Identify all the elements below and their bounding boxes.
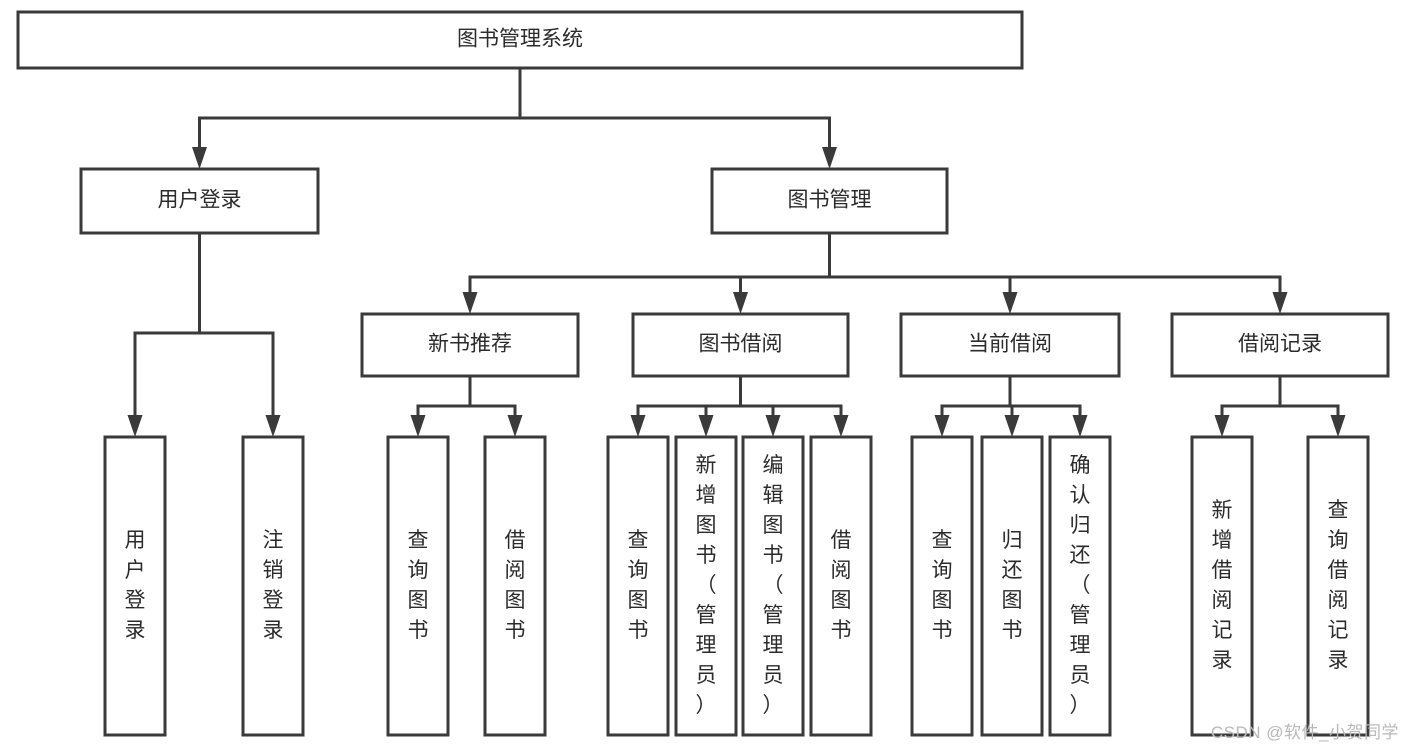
node-box-leaf-query-record [1306,435,1370,737]
node-box-leaf-query-book-1 [386,435,450,737]
node-box-leaf-user-logout [241,435,305,737]
node-label-leaf-add-book: 新增图书（管理员） [696,454,717,717]
node-label-new-book-recommend: 新书推荐 [428,333,512,356]
node-current-borrow[interactable]: 当前借阅 [899,312,1121,378]
node-book-borrow[interactable]: 图书借阅 [631,312,850,378]
arrow-head-new-book-recommend [462,292,478,314]
arrow-head-leaf-user-logout [265,415,281,437]
arrow-head-book-borrow [733,292,748,314]
node-leaf-user-login[interactable]: 用户登录 [103,435,167,737]
arrow-head-leaf-edit-book [765,415,781,437]
arrow-head-leaf-add-record [1214,415,1230,437]
node-leaf-query-book-2[interactable]: 查询图书 [606,435,670,737]
node-leaf-confirm-return[interactable]: 确认归还（管理员） [1048,435,1112,737]
arrow-head-leaf-query-book-2 [630,415,646,437]
node-leaf-user-logout[interactable]: 注销登录 [241,435,305,737]
node-leaf-borrow-book-1[interactable]: 借阅图书 [483,435,547,737]
arrow-head-leaf-user-login [127,415,143,437]
arrow-head-leaf-confirm-return [1072,415,1088,437]
node-label-leaf-query-book-3: 查询图书 [932,529,953,642]
node-label-leaf-add-record: 新增借阅记录 [1212,499,1233,672]
node-leaf-query-book-1[interactable]: 查询图书 [386,435,450,737]
node-leaf-query-book-3[interactable]: 查询图书 [910,435,974,737]
node-label-leaf-return-book: 归还图书 [1002,529,1023,642]
node-leaf-return-book[interactable]: 归还图书 [980,435,1044,737]
arrow-head-user-login [192,147,207,169]
node-box-leaf-add-record [1190,435,1254,737]
node-label-leaf-query-book-2: 查询图书 [628,529,649,642]
node-box-user-login [79,167,320,235]
node-box-book-borrow [631,312,850,378]
node-root[interactable]: 图书管理系统 [16,10,1024,70]
node-book-manage[interactable]: 图书管理 [710,167,949,235]
arrow-head-leaf-borrow-book-2 [833,415,849,437]
edges-layer [127,66,1346,437]
node-label-leaf-query-record: 查询借阅记录 [1328,499,1349,672]
node-label-root: 图书管理系统 [457,28,583,51]
node-box-borrow-record [1170,312,1390,378]
node-label-leaf-borrow-book-2: 借阅图书 [831,529,852,642]
node-label-leaf-user-login: 用户登录 [125,529,146,642]
node-borrow-record[interactable]: 借阅记录 [1170,312,1390,378]
node-box-new-book-recommend [360,312,580,378]
node-label-current-borrow: 当前借阅 [968,333,1052,356]
node-new-book-recommend[interactable]: 新书推荐 [360,312,580,378]
node-leaf-add-book[interactable]: 新增图书（管理员） [674,435,738,737]
arrow-head-leaf-borrow-book-1 [507,415,523,437]
node-label-leaf-confirm-return: 确认归还（管理员） [1070,454,1091,717]
node-box-leaf-add-book [674,435,738,737]
node-label-leaf-user-logout: 注销登录 [263,529,284,642]
node-label-book-borrow: 图书借阅 [699,333,783,356]
node-label-leaf-query-book-1: 查询图书 [408,529,429,642]
arrow-head-leaf-query-record [1330,415,1346,437]
node-user-login[interactable]: 用户登录 [79,167,320,235]
node-box-leaf-user-login [103,435,167,737]
arrow-head-leaf-query-book-1 [410,415,426,437]
arrow-head-leaf-add-book [698,415,714,437]
arrow-head-leaf-return-book [1004,415,1020,437]
node-box-leaf-query-book-3 [910,435,974,737]
node-box-current-borrow [899,312,1121,378]
node-label-borrow-record: 借阅记录 [1238,333,1322,356]
node-box-book-manage [710,167,949,235]
node-label-user-login: 用户登录 [158,189,242,212]
node-box-root [16,10,1024,70]
node-box-leaf-edit-book [741,435,805,737]
arrow-head-leaf-query-book-3 [934,415,950,437]
arrow-head-current-borrow [1002,292,1018,314]
node-label-leaf-edit-book: 编辑图书（管理员） [763,454,784,717]
node-label-book-manage: 图书管理 [788,189,872,212]
node-box-leaf-borrow-book-2 [809,435,873,737]
node-box-leaf-borrow-book-1 [483,435,547,737]
node-leaf-query-record[interactable]: 查询借阅记录 [1306,435,1370,737]
node-label-leaf-borrow-book-1: 借阅图书 [505,529,526,642]
arrow-head-borrow-record [1272,292,1288,314]
arrow-head-book-manage [822,147,837,169]
node-box-leaf-query-book-2 [606,435,670,737]
node-leaf-add-record[interactable]: 新增借阅记录 [1190,435,1254,737]
node-leaf-edit-book[interactable]: 编辑图书（管理员） [741,435,805,737]
nodes-layer: 图书管理系统用户登录图书管理新书推荐图书借阅当前借阅借阅记录用户登录注销登录查询… [16,10,1390,737]
node-box-leaf-return-book [980,435,1044,737]
node-leaf-borrow-book-2[interactable]: 借阅图书 [809,435,873,737]
node-box-leaf-confirm-return [1048,435,1112,737]
watermark-label: CSDN @软件_小贺同学 [1210,723,1399,742]
